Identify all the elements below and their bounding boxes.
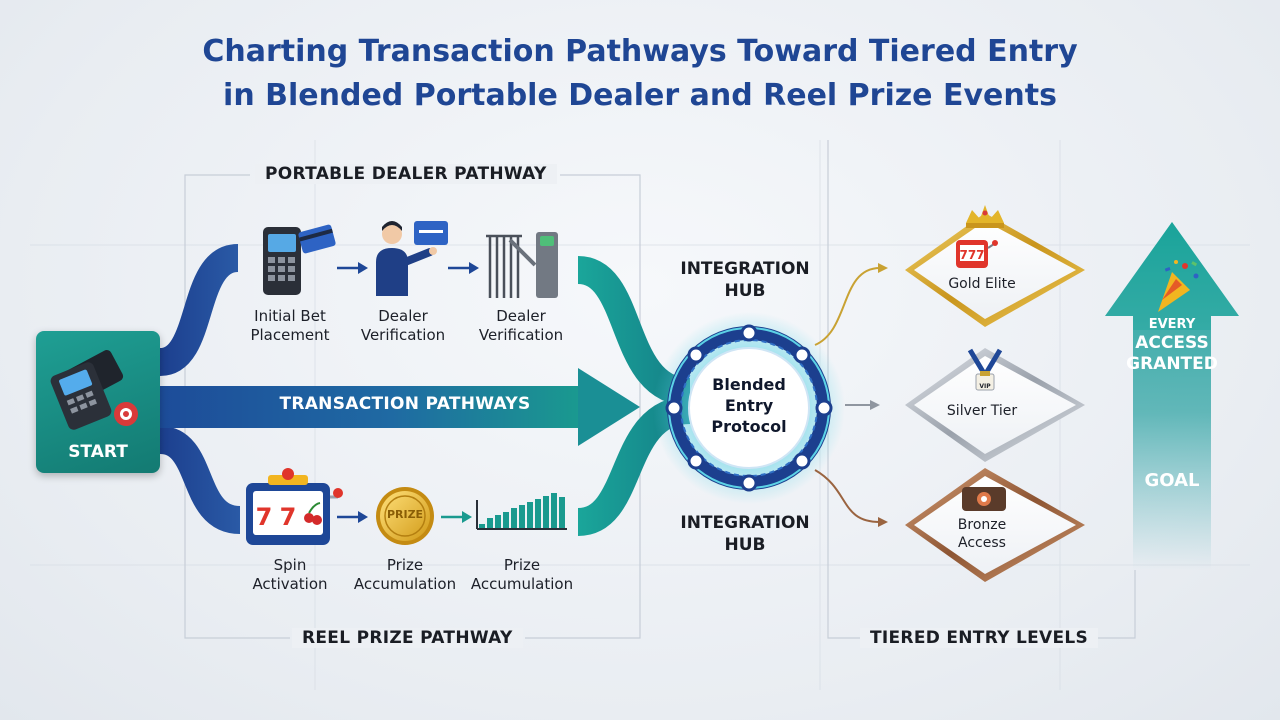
step-dealer-verification-2: Dealer Verification: [478, 307, 564, 344]
blended-entry-protocol-label: Blended Entry Protocol: [711, 375, 787, 436]
svg-text:7: 7: [280, 503, 297, 531]
bronze-access-label: Bronze Access: [957, 517, 1007, 551]
portable-dealer-pathway-label: PORTABLE DEALER PATHWAY: [255, 164, 557, 184]
prize-coin-icon: [376, 487, 434, 545]
transaction-arrow: [160, 368, 640, 446]
step-prize-accumulation-2: Prize Accumulation: [470, 556, 574, 593]
upper-flow-curve: [157, 244, 240, 376]
step-arrow-teal: [441, 511, 472, 523]
vip-badge-text: VIP: [979, 383, 991, 390]
transaction-pathways-label: TRANSACTION PATHWAYS: [279, 394, 531, 414]
slot-machine-icon: 7 7: [246, 468, 343, 545]
vip-badge-icon: [967, 348, 1003, 391]
gold-connector: [814, 267, 881, 346]
svg-text:777: 777: [959, 248, 984, 262]
step-initial-bet: Initial Bet Placement: [250, 307, 330, 344]
start-label: START: [68, 442, 128, 462]
bronze-tier-plate: [905, 468, 1085, 582]
svg-text:7: 7: [256, 503, 273, 531]
integration-hub-ring: [653, 312, 845, 504]
integration-hub-bottom-label: INTEGRATION HUB: [680, 513, 810, 555]
turnstile-gate-icon: [486, 232, 558, 298]
pos-terminal-icon: [263, 224, 336, 295]
bar-chart-icon: [476, 493, 567, 530]
lower-flow-curve: [158, 426, 242, 534]
dealer-person-icon: [376, 221, 448, 296]
silver-tier-plate: [905, 348, 1085, 462]
step-spin-activation: Spin Activation: [252, 556, 328, 593]
gold-tier-plate: [905, 213, 1085, 327]
step-arrows: [337, 262, 479, 523]
title-line-2: in Blended Portable Dealer and Reel Priz…: [223, 78, 1057, 113]
start-terminal-icon: [50, 350, 138, 430]
page-title: Charting Transaction Pathways Toward Tie…: [0, 30, 1280, 118]
goal-access-text: ACCESS: [1135, 333, 1209, 353]
crown-icon: [966, 205, 1004, 228]
goal-label: GOAL: [1144, 470, 1200, 491]
bronze-connector: [814, 469, 881, 523]
gold-elite-label: Gold Elite: [948, 276, 1016, 292]
silver-tier-label: Silver Tier: [946, 403, 1018, 419]
tiered-entry-levels-label: TIERED ENTRY LEVELS: [860, 628, 1099, 648]
title-line-1: Charting Transaction Pathways Toward Tie…: [202, 34, 1078, 69]
mini-slot-icon: 777: [956, 240, 998, 268]
prize-coin-text: PRIZE: [386, 508, 424, 521]
chip-card-icon: [962, 487, 1006, 511]
goal-every-text: EVERY: [1148, 317, 1196, 332]
step-prize-accumulation-1: Prize Accumulation: [353, 556, 457, 593]
integration-hub-top-label: INTEGRATION HUB: [680, 259, 810, 301]
goal-granted-text: GRANTED: [1126, 354, 1218, 374]
step-dealer-verification-1: Dealer Verification: [360, 307, 446, 344]
reel-prize-pathway-label: REEL PRIZE PATHWAY: [292, 628, 523, 648]
party-popper-icon: [1158, 260, 1199, 312]
